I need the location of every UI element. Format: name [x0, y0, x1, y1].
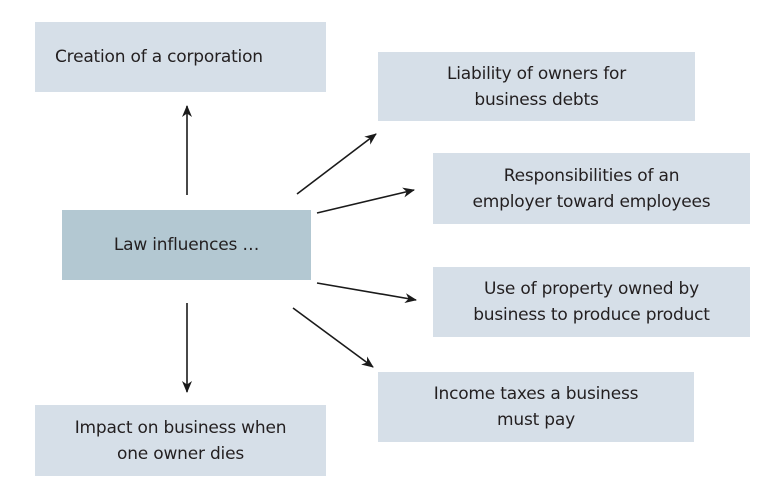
arrow-to-property-icon [316, 282, 417, 304]
outcome-label: Creation of a corporation [55, 47, 263, 67]
outcome-label-line-1: Responsibilities of an [503, 165, 680, 186]
outcome-label-line-2: business debts [474, 89, 599, 110]
outcome-box-employer-responsibilities: Responsibilities of an employer toward e… [433, 153, 750, 224]
outcome-label-line-1: Income taxes a business [433, 384, 639, 404]
arrow-to-liability-icon [296, 133, 377, 195]
outcome-box-income-taxes: Income taxes a business must pay [378, 372, 694, 442]
outcome-label-line-1: Impact on business when [74, 417, 287, 438]
arrow-to-responsibilities-icon [316, 187, 415, 214]
outcome-label-line-2: employer toward employees [472, 191, 711, 212]
arrow-to-income-taxes-icon [292, 307, 374, 368]
outcome-label-line-2: business to produce product [473, 305, 710, 325]
outcome-box-owner-death-impact: Impact on business when one owner dies [35, 405, 326, 476]
outcome-box-owner-liability: Liability of owners for business debts [378, 52, 695, 121]
outcome-label-line-1: Liability of owners for [446, 63, 627, 84]
outcome-box-creation-of-corporation: Creation of a corporation [35, 22, 326, 92]
center-box-law-influences: Law influences … [62, 210, 311, 280]
center-label: Law influences … [113, 235, 260, 255]
outcome-label-line-2: must pay [497, 410, 575, 430]
outcome-label-line-2: one owner dies [117, 443, 244, 464]
outcome-box-use-of-property: Use of property owned by business to pro… [433, 267, 750, 337]
outcome-label-line-1: Use of property owned by [484, 279, 699, 299]
